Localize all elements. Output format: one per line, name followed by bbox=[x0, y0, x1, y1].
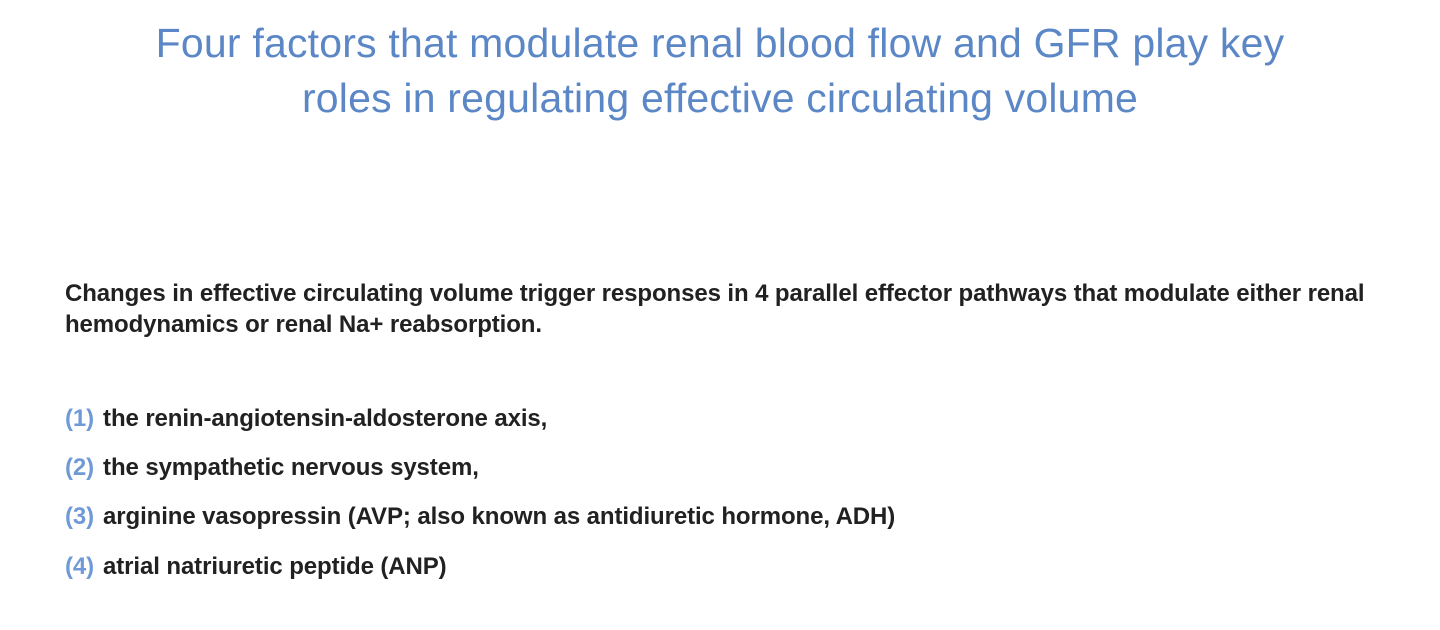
list-item: (3) arginine vasopressin (AVP; also known… bbox=[65, 501, 1380, 532]
list-item-number: (3) bbox=[65, 503, 95, 531]
list-item-text: the sympathetic nervous system, bbox=[103, 454, 479, 482]
effector-pathways-list: (1) the renin-angiotensin-aldosterone axi… bbox=[65, 403, 1380, 600]
list-item-text: arginine vasopressin (AVP; also known as… bbox=[103, 503, 896, 531]
list-item: (2) the sympathetic nervous system, bbox=[65, 452, 1380, 483]
body-paragraph: Changes in effective circulating volume … bbox=[65, 280, 1365, 339]
list-item-text: atrial natriuretic peptide (ANP) bbox=[103, 552, 447, 580]
list-item-number: (2) bbox=[65, 454, 95, 482]
slide-title-line-1: Four factors that modulate renal blood f… bbox=[155, 20, 1285, 66]
list-item-number: (4) bbox=[65, 552, 95, 580]
slide-title: Four factors that modulate renal blood f… bbox=[0, 16, 1440, 125]
slide-title-line-2: roles in regulating effective circulatin… bbox=[301, 74, 1139, 121]
list-item: (1) the renin-angiotensin-aldosterone axi… bbox=[65, 403, 1380, 434]
list-item-text: the renin-angiotensin-aldosterone axis, bbox=[103, 405, 548, 432]
list-item: (4) atrial natriuretic peptide (ANP) bbox=[65, 551, 1380, 582]
list-item-number: (1) bbox=[65, 405, 95, 432]
